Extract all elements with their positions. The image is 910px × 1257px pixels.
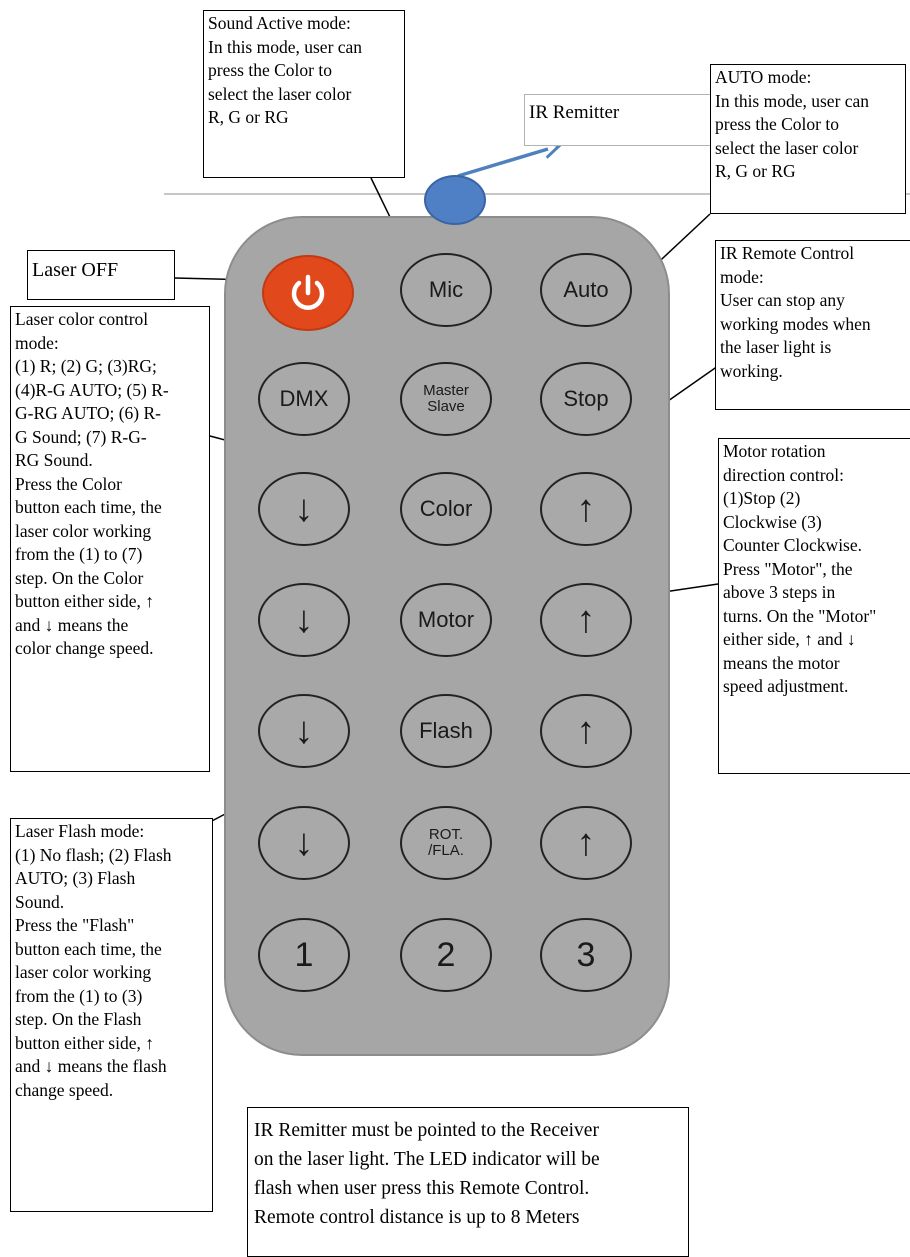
number-3-label: 3 [576, 935, 596, 974]
number-1-button[interactable]: 1 [258, 918, 350, 992]
rot-fla-label: ROT. /FLA. [428, 826, 464, 859]
sound-active-note: Sound Active mode: In this mode, user ca… [203, 10, 405, 178]
ir-remitter-label: IR Remitter [524, 94, 714, 146]
number-1-label: 1 [294, 935, 314, 974]
auto-button[interactable]: Auto [540, 253, 632, 327]
ir-remote-control-note: IR Remote Control mode: User can stop an… [715, 240, 910, 410]
flash-speed-up-button[interactable]: ↑ [540, 694, 632, 768]
rot-fla-speed-down-button[interactable]: ↓ [258, 806, 350, 880]
bottom-note: IR Remitter must be pointed to the Recei… [247, 1107, 689, 1257]
up-arrow-icon: ↑ [576, 599, 596, 641]
motor-speed-down-button[interactable]: ↓ [258, 583, 350, 657]
rot-fla-button[interactable]: ROT. /FLA. [400, 806, 492, 880]
down-arrow-icon: ↓ [294, 710, 314, 752]
power-icon [291, 274, 325, 310]
master-slave-label: Master Slave [423, 382, 469, 415]
up-arrow-icon: ↑ [576, 488, 596, 530]
number-2-button[interactable]: 2 [400, 918, 492, 992]
down-arrow-icon: ↓ [294, 822, 314, 864]
color-button[interactable]: Color [400, 472, 492, 546]
laser-off-note: Laser OFF [27, 250, 175, 300]
stop-button[interactable]: Stop [540, 362, 632, 436]
up-arrow-icon: ↑ [576, 710, 596, 752]
flash-label: Flash [419, 718, 473, 743]
motor-rotation-note: Motor rotation direction control: (1)Sto… [718, 438, 910, 774]
master-slave-button[interactable]: Master Slave [400, 362, 492, 436]
ir-emitter [424, 175, 486, 225]
down-arrow-icon: ↓ [294, 599, 314, 641]
dmx-button[interactable]: DMX [258, 362, 350, 436]
up-arrow-icon: ↑ [576, 822, 596, 864]
mic-label: Mic [428, 277, 464, 302]
stop-label: Stop [563, 386, 609, 411]
dmx-label: DMX [279, 386, 329, 411]
motor-speed-up-button[interactable]: ↑ [540, 583, 632, 657]
rot-fla-speed-up-button[interactable]: ↑ [540, 806, 632, 880]
number-2-label: 2 [436, 935, 456, 974]
flash-button[interactable]: Flash [400, 694, 492, 768]
laser-color-control-note: Laser color control mode: (1) R; (2) G; … [10, 306, 210, 772]
power-button[interactable] [262, 255, 354, 331]
motor-button[interactable]: Motor [400, 583, 492, 657]
mic-button[interactable]: Mic [400, 253, 492, 327]
ir-remitter-arrow [457, 149, 548, 178]
laser-flash-note: Laser Flash mode: (1) No flash; (2) Flas… [10, 818, 213, 1212]
flash-speed-down-button[interactable]: ↓ [258, 694, 350, 768]
auto-label: Auto [563, 277, 609, 302]
color-speed-down-button[interactable]: ↓ [258, 472, 350, 546]
color-speed-up-button[interactable]: ↑ [540, 472, 632, 546]
motor-label: Motor [417, 607, 475, 632]
auto-mode-note: AUTO mode: In this mode, user can press … [710, 64, 906, 214]
down-arrow-icon: ↓ [294, 488, 314, 530]
color-label: Color [419, 496, 473, 521]
number-3-button[interactable]: 3 [540, 918, 632, 992]
